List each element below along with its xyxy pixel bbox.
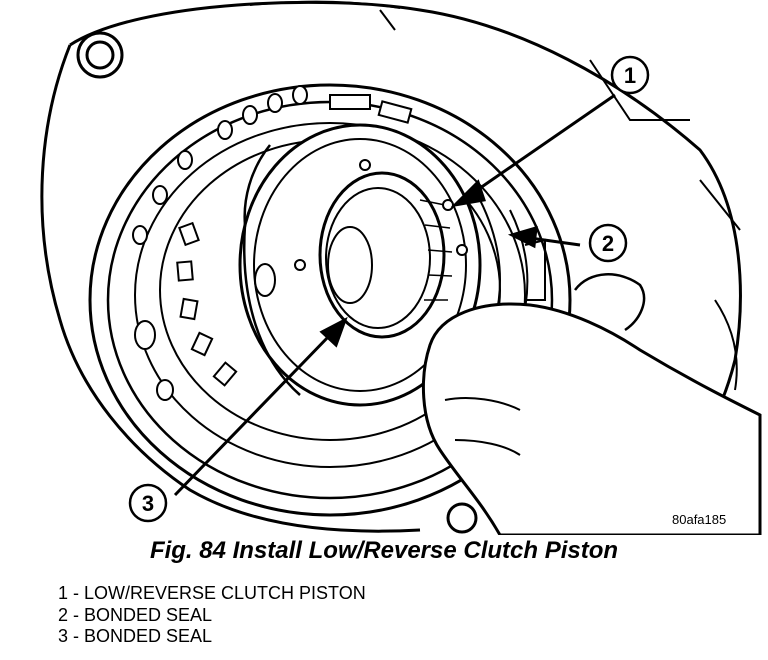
callout-2-number: 2 <box>602 231 614 256</box>
callout-3: 3 <box>128 483 168 523</box>
legend-item-1: 1 - LOW/REVERSE CLUTCH PISTON <box>58 583 366 603</box>
callout-3-number: 3 <box>142 491 154 516</box>
clutch-piston-drawing-icon <box>238 123 546 407</box>
legend-list: 1 - LOW/REVERSE CLUTCH PISTON 2 - BONDED… <box>58 583 366 648</box>
clutch-housing-ring <box>88 83 572 517</box>
callout-1: 1 <box>610 55 650 95</box>
figure-caption: Fig. 84 Install Low/Reverse Clutch Pisto… <box>149 537 619 564</box>
legend-item-3: 3 - BONDED SEAL <box>58 626 213 646</box>
drawing-code: 80afa185 <box>672 512 727 527</box>
transmission-housing-drawing-icon <box>40 0 742 534</box>
hand-drawing-icon <box>422 273 762 535</box>
technical-diagram: 1 2 3 <box>40 0 762 535</box>
legend-item-2: 2 - BONDED SEAL <box>58 604 213 625</box>
leader-arrows <box>173 93 616 497</box>
callout-1-number: 1 <box>624 63 636 88</box>
callout-2: 2 <box>588 223 628 263</box>
